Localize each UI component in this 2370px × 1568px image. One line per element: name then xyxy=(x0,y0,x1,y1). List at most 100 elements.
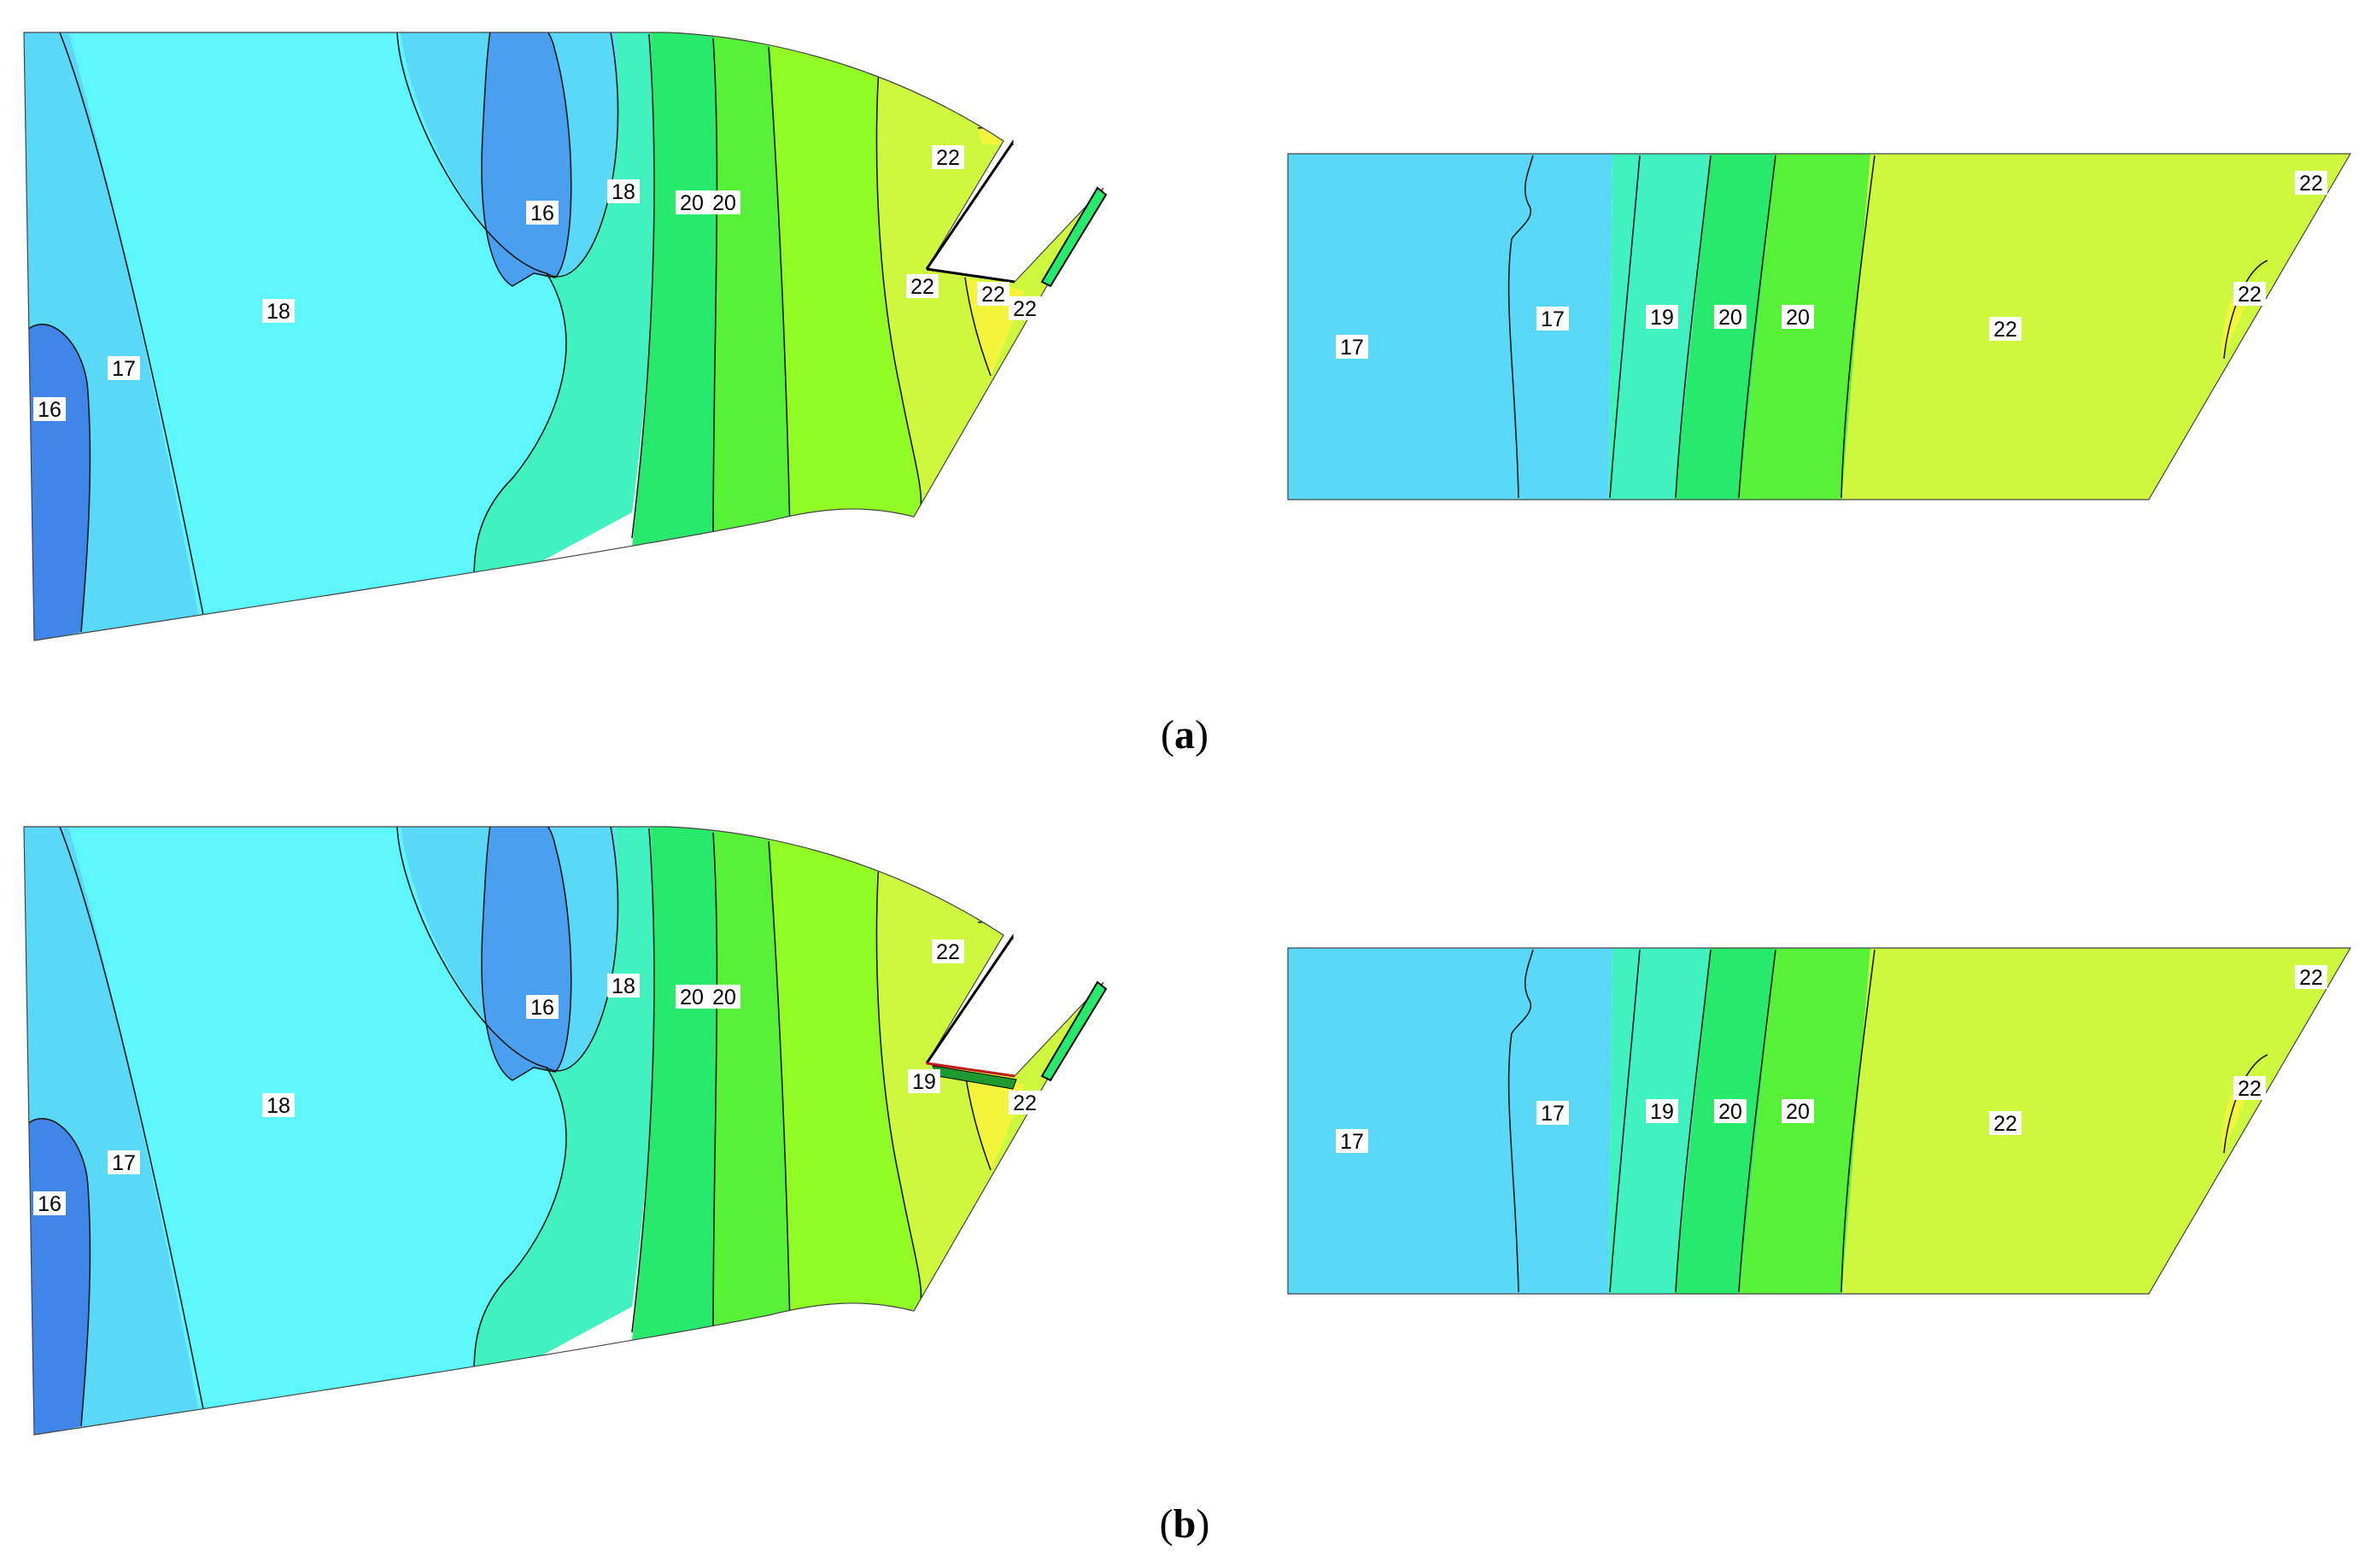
channel-isoline xyxy=(1840,949,1876,1293)
blade-contour-field xyxy=(24,827,1103,1435)
blade-contour-label-text: 16 xyxy=(38,1192,61,1216)
channel-isoline xyxy=(1507,949,1534,1293)
channel-contour-label: 22 xyxy=(2233,282,2266,307)
channel-contour-label: 17 xyxy=(1536,307,1569,331)
channel-contour-label: 20 xyxy=(1714,1099,1747,1124)
blade-contour-label: 22 xyxy=(932,939,964,964)
blade-contour-band xyxy=(632,32,717,547)
blade-isoline xyxy=(768,46,791,535)
blade-contour-label-text: 22 xyxy=(981,283,1005,307)
channel-contour-label: 22 xyxy=(2295,965,2327,990)
blade-isoline xyxy=(546,32,619,278)
blade-contour-label-text: 16 xyxy=(38,398,61,422)
channel-contour-label-text: 17 xyxy=(1541,1102,1565,1126)
channel-contour-label: 22 xyxy=(2233,1076,2266,1101)
blade-isoline xyxy=(964,1071,992,1171)
blade-contour-label-text: 22 xyxy=(910,275,934,299)
blade-isoline xyxy=(59,827,206,1419)
blade-isoline xyxy=(631,828,655,1333)
channel-contour-label-text: 17 xyxy=(1340,1130,1364,1154)
channel-contour-label: 19 xyxy=(1646,305,1678,330)
blade-contour-label: 20 xyxy=(708,985,740,1009)
channel-contour-label-text: 22 xyxy=(2238,1077,2262,1101)
channel-contour-label: 17 xyxy=(1336,335,1368,360)
blade-contour-label: 20 xyxy=(708,190,740,215)
blade-contour-label-text: 16 xyxy=(530,996,554,1020)
blade-contour-label: 20 xyxy=(676,190,708,215)
blade-contour-label: 16 xyxy=(33,1191,66,1216)
channel-contour-band xyxy=(1288,948,1612,1294)
blade-isoline xyxy=(396,32,567,582)
blade-contour-label: 22 xyxy=(932,145,964,170)
blade-contour-band xyxy=(713,32,790,547)
channel-outline xyxy=(1287,153,2352,500)
trailing-edge-notch xyxy=(925,139,1108,288)
blade-contour-label: 18 xyxy=(262,1093,295,1118)
blade-contour-label-text: 19 xyxy=(912,1070,936,1094)
channel-contour-label-text: 22 xyxy=(2299,172,2323,196)
channel-contour-label: 22 xyxy=(1989,317,2022,342)
blade-isoline xyxy=(481,827,572,1081)
blade-contour-label: 18 xyxy=(262,299,295,324)
channel-contour-label: 20 xyxy=(1782,305,1814,330)
blade-contour-field xyxy=(24,32,1103,641)
blade-contour-label: 16 xyxy=(526,201,559,225)
blade-contour-label-text: 20 xyxy=(680,191,704,215)
channel-contour-label-text: 20 xyxy=(1786,1100,1810,1124)
blade-contour-label: 22 xyxy=(906,274,939,299)
blade-isoline xyxy=(631,33,655,539)
blade-contour-label-text: 18 xyxy=(266,300,290,324)
blade-contour-label-text: 18 xyxy=(266,1094,290,1118)
blade-contour-label: 18 xyxy=(607,179,640,204)
blade-contour-label-text: 17 xyxy=(112,1151,136,1175)
blade-contour-label: 22 xyxy=(977,282,1009,307)
channel-contour-label: 19 xyxy=(1646,1099,1678,1124)
trailing-edge-notch xyxy=(925,933,1108,1090)
blade-contour-label-text: 20 xyxy=(680,986,704,1009)
blade-isoline xyxy=(59,32,206,624)
blade-contour-band xyxy=(474,827,654,1392)
caption-b-letter: b xyxy=(1173,1501,1197,1547)
channel-contour-label-text: 17 xyxy=(1541,307,1565,331)
blade-contour-label: 22 xyxy=(1009,1091,1041,1115)
channel-contour-label-text: 20 xyxy=(1786,306,1810,330)
channel-contour-label-text: 22 xyxy=(2238,283,2262,307)
caption-b: (b) xyxy=(1160,1501,1210,1547)
channel-isoline xyxy=(1609,155,1641,499)
blade-isoline xyxy=(24,1118,91,1427)
channel-contour-label: 22 xyxy=(2295,171,2327,196)
channel-isoline xyxy=(1609,949,1641,1293)
channel-contour-label: 20 xyxy=(1714,305,1747,330)
blade-isoline xyxy=(24,324,91,633)
blade-contour-label-text: 16 xyxy=(530,202,554,225)
channel-isoline xyxy=(1675,949,1712,1293)
channel-contour-field xyxy=(1288,154,2350,500)
blade-isoline xyxy=(396,827,567,1376)
channel-contour-label-text: 20 xyxy=(1718,306,1742,330)
channel-contour-band xyxy=(1841,948,2350,1294)
channel-contour-label-text: 19 xyxy=(1650,306,1674,330)
blade-outline xyxy=(23,32,1104,641)
blade-contour-label: 18 xyxy=(607,974,640,998)
blade-isoline xyxy=(712,832,718,1342)
blade-contour-label-text: 22 xyxy=(1013,1091,1037,1115)
blade-isoline xyxy=(875,59,922,518)
blade-contour-label-text: 17 xyxy=(112,357,136,381)
caption-a: (a) xyxy=(1161,712,1208,758)
blade-contour-band xyxy=(978,127,1007,145)
blade-contour-label-text: 22 xyxy=(936,940,960,964)
channel-isoline xyxy=(1675,155,1712,499)
blade-isoline xyxy=(546,827,619,1072)
channel-contour-band xyxy=(1841,154,2350,500)
blade-contour-band xyxy=(713,827,790,1341)
channel-isoline xyxy=(1840,155,1876,499)
blade-contour-label-text: 18 xyxy=(612,974,635,998)
blade-outline xyxy=(23,826,1104,1436)
channel-isoline xyxy=(1738,949,1776,1293)
channel-contour-label-text: 20 xyxy=(1718,1100,1742,1124)
blade-isoline xyxy=(481,32,572,287)
blade-contour-label: 22 xyxy=(1009,296,1041,321)
